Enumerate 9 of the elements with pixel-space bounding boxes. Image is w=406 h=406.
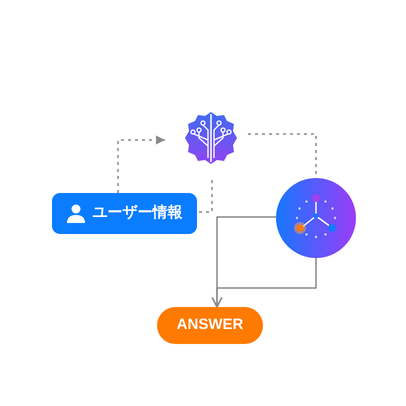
clock-circle-icon [276, 178, 356, 258]
connector-arrow [197, 180, 213, 213]
answer-pill [157, 307, 263, 344]
node-label: ANSWER [176, 315, 244, 336]
connector-arrow [117, 136, 165, 193]
user-info-box [52, 193, 197, 234]
picture [183, 110, 239, 166]
node-label: ユーザー情報 [92, 203, 182, 224]
connector-arrow [211, 258, 317, 308]
